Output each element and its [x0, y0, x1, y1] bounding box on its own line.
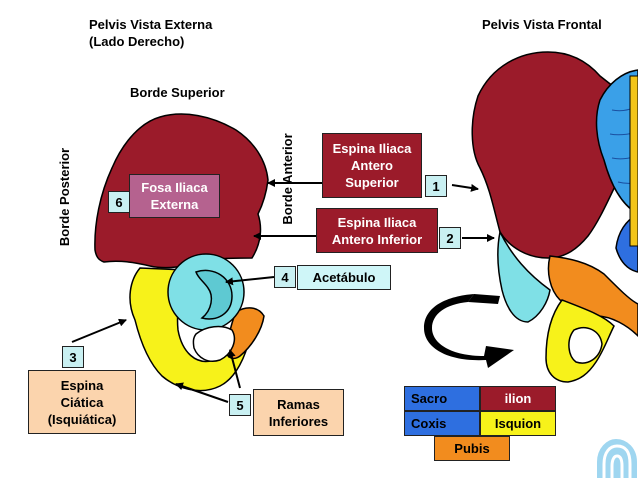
arrow-ramas-2 [227, 349, 241, 389]
label-number-5: 5 [229, 394, 251, 416]
legend-sacro: Sacro [404, 386, 480, 411]
arrow-eias-right [451, 183, 479, 192]
label-number-3: 3 [62, 346, 84, 368]
border-superior-label: Borde Superior [130, 85, 225, 100]
espina-iliaca-antero-superior-label: Espina Iliaca Antero Superior [322, 133, 422, 198]
sacrum-region [595, 69, 638, 215]
acetabulo-label: Acetábulo [297, 265, 391, 290]
border-posterior-label: Borde Posterior [57, 147, 72, 247]
ramas-inferiores-label: Ramas Inferiores [253, 389, 344, 436]
espina-ciatica-label: Espina Ciática (Isquiática) [28, 370, 136, 434]
frontal-ilium [471, 51, 638, 259]
label-number-4: 4 [274, 266, 296, 288]
corner-logo-icon [595, 436, 638, 479]
espina-iliaca-antero-inferior-label: Espina Iliaca Antero Inferior [316, 208, 438, 253]
left-hip-bone [94, 113, 269, 392]
legend-coxis: Coxis [404, 411, 480, 436]
right-title: Pelvis Vista Frontal [482, 17, 602, 32]
legend-isquion: Isquion [480, 411, 556, 436]
arrow-espina-ciatica [71, 318, 127, 343]
legend-pubis: Pubis [434, 436, 510, 461]
legend-ilion: ilion [480, 386, 556, 411]
arrow-acetabulo [225, 276, 275, 286]
rotation-arrow-icon [424, 294, 514, 368]
label-number-2: 2 [439, 227, 461, 249]
obturator-foramen [192, 325, 236, 362]
fosa-iliaca-externa-label: Fosa Iliaca Externa [129, 174, 220, 218]
label-number-1: 1 [425, 175, 447, 197]
frontal-acetabulum [497, 229, 551, 323]
left-title: Pelvis Vista Externa (Lado Derecho) [89, 17, 213, 49]
frontal-foramen [568, 326, 603, 364]
pointer-arrows [71, 179, 495, 403]
frontal-pelvis [471, 51, 638, 383]
label-number-6: 6 [108, 191, 130, 213]
frontal-pubis [547, 255, 638, 338]
arrow-ramas-1 [175, 382, 229, 403]
border-anterior-label: Borde Anterior [280, 133, 295, 225]
